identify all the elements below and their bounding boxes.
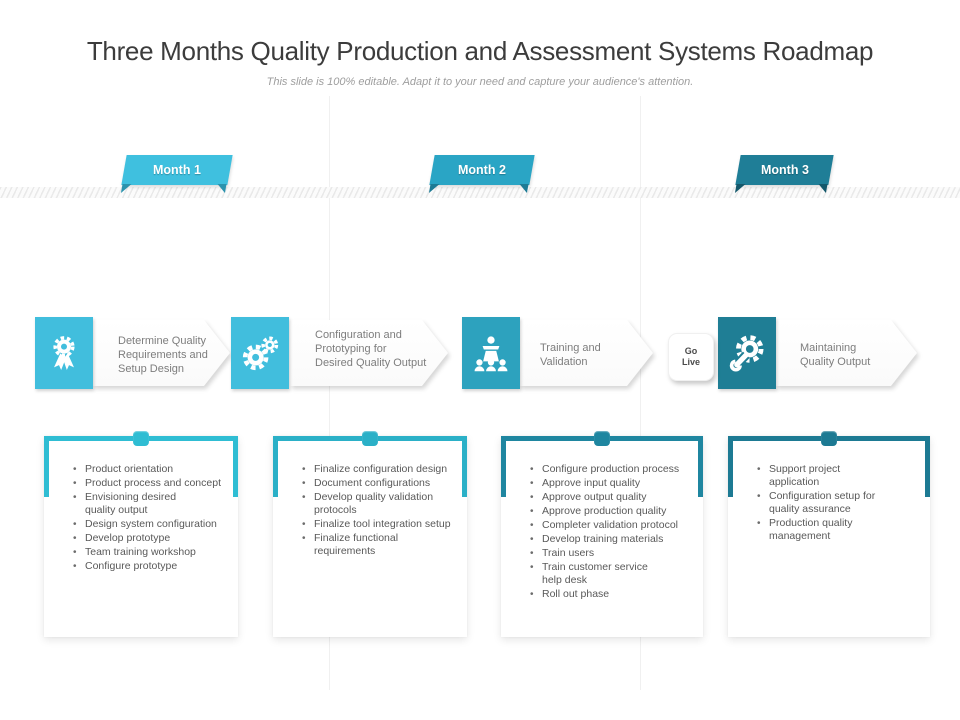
task-box-month-1: Product orientationProduct process and c… [44, 431, 238, 637]
task-item: Design system configuration [72, 518, 230, 531]
task-item: Document configurations [301, 477, 459, 490]
task-list: Product orientationProduct process and c… [72, 463, 230, 573]
task-item: Support project application [756, 463, 922, 489]
task-item: Train customer service help desk [529, 561, 695, 587]
phase-icon-tile-2 [231, 317, 289, 389]
task-item: Approve output quality [529, 491, 695, 504]
column-divider [640, 96, 641, 690]
task-item: Production quality management [756, 517, 922, 543]
month-banner-1: Month 1 [121, 155, 233, 185]
task-item: Train users [529, 547, 695, 560]
phase-icon-tile-3 [462, 317, 520, 389]
task-item: Configuration setup for quality assuranc… [756, 490, 922, 516]
go-live-badge: Go Live [668, 333, 714, 381]
month-label: Month 3 [760, 163, 809, 177]
task-item: Product process and concept [72, 477, 230, 490]
month-banner-2: Month 2 [429, 155, 535, 185]
phase-arrow-4 [775, 320, 917, 386]
connector-tab [133, 431, 149, 446]
connector-tab [362, 431, 378, 446]
month-label: Month 1 [153, 163, 201, 177]
task-item: Roll out phase [529, 588, 695, 601]
phase-label-4: Maintaining Quality Output [800, 342, 871, 368]
phase-arrow-2 [290, 320, 448, 386]
arrow-shape [92, 320, 230, 386]
phase-icon-tile-4 [718, 317, 776, 389]
month-banner-3: Month 3 [735, 155, 834, 185]
task-item: Envisioning desired quality output [72, 491, 230, 517]
page-title: Three Months Quality Production and Asse… [86, 36, 874, 66]
phase-arrow-1 [92, 320, 230, 386]
task-item: Finalize configuration design [301, 463, 459, 476]
task-item: Completer validation protocol [529, 519, 695, 532]
task-list: Finalize configuration designDocument co… [301, 463, 459, 558]
page-subtitle: This slide is 100% editable. Adapt it to… [266, 76, 694, 88]
task-item: Product orientation [72, 463, 230, 476]
task-item: Finalize tool integration setup [301, 518, 459, 531]
task-box-month-3: Support project applicationConfiguration… [728, 431, 930, 637]
connector-tab [821, 431, 837, 446]
task-box-month-2a: Finalize configuration designDocument co… [273, 431, 467, 637]
connector-tab [594, 431, 610, 446]
award-ribbon-icon [53, 336, 75, 370]
training-presenter-icon [474, 336, 508, 372]
month-label: Month 2 [458, 163, 506, 177]
timeline-band [0, 187, 960, 198]
arrow-shape [519, 320, 653, 386]
phase-label-2: Configuration and Prototyping for Desire… [315, 329, 427, 369]
task-item: Develop quality validation protocols [301, 491, 459, 517]
phase-arrow-3 [519, 320, 653, 386]
task-item: Configure prototype [72, 560, 230, 573]
task-list: Configure production processApprove inpu… [529, 463, 695, 601]
phase-label-3: Training and Validation [540, 342, 601, 368]
column-divider [329, 96, 330, 690]
arrow-shape [290, 320, 448, 386]
task-item: Develop prototype [72, 532, 230, 545]
phase-icon-tile-1 [35, 317, 93, 389]
task-item: Configure production process [529, 463, 695, 476]
task-item: Approve input quality [529, 477, 695, 490]
gears-icon [242, 336, 279, 371]
task-item: Develop training materials [529, 533, 695, 546]
task-item: Approve production quality [529, 505, 695, 518]
task-item: Team training workshop [72, 546, 230, 559]
arrow-shape [775, 320, 917, 386]
task-list: Support project applicationConfiguration… [756, 463, 922, 543]
wrench-gear-icon [729, 335, 764, 372]
task-box-month-2b: Configure production processApprove inpu… [501, 431, 703, 637]
task-item: Finalize functional requirements [301, 532, 459, 558]
phase-label-1: Determine Quality Requirements and Setup… [118, 335, 208, 375]
